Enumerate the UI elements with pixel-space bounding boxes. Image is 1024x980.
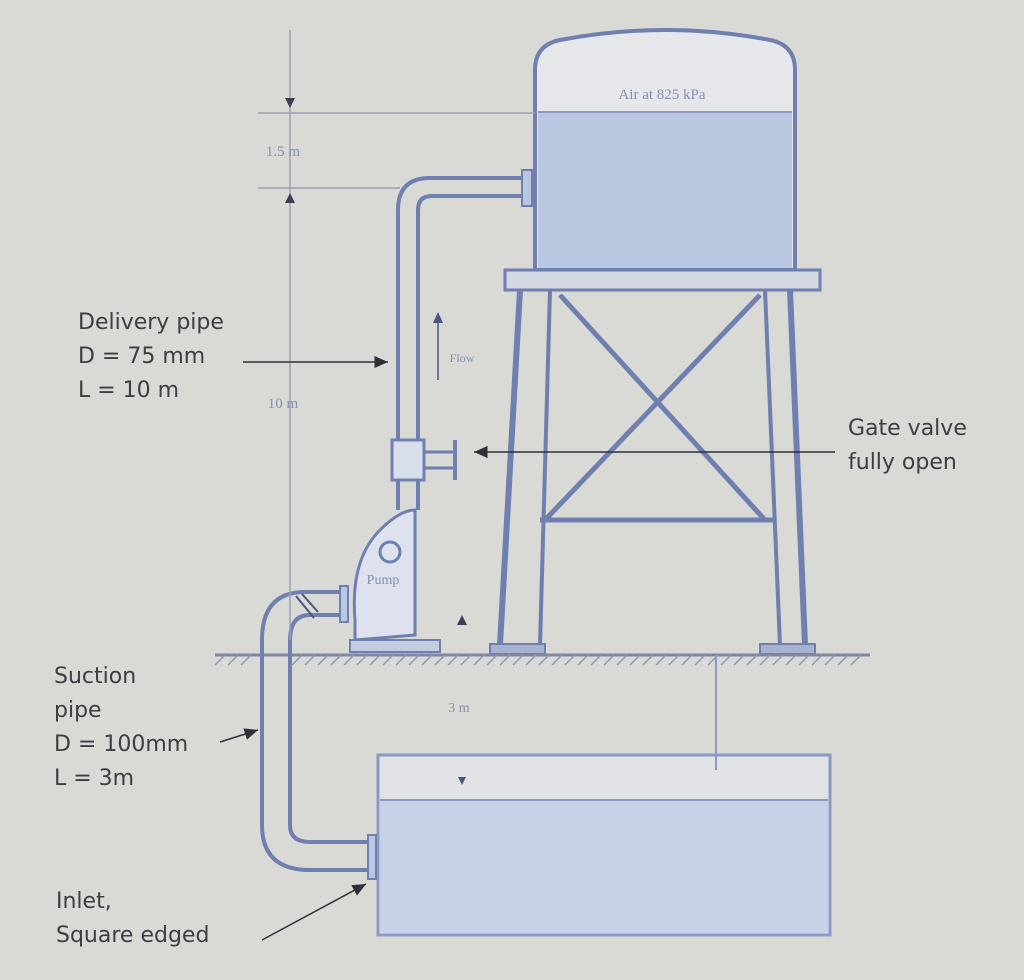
delivery-pipe-label: Delivery pipe D = 75 mm L = 10 m: [78, 306, 224, 408]
lower-sump-tank: [376, 655, 832, 937]
dimension-lines: [258, 30, 535, 640]
delivery-pipe-diameter: D = 75 mm: [78, 344, 206, 369]
flow-label: Flow: [450, 351, 475, 365]
upper-tank: Air at 825 kPa: [533, 28, 797, 272]
tank-stand: [489, 268, 822, 655]
inlet-label: Inlet, Square edged: [56, 885, 209, 953]
inlet-line2: Square edged: [56, 923, 210, 948]
delivery-pipe-length: L = 10 m: [78, 378, 180, 403]
ground: [214, 653, 870, 666]
suction-pipe-length: L = 3m: [54, 766, 135, 791]
gate-valve-label: Gate valve fully open: [848, 412, 967, 480]
pump: Pump: [349, 508, 441, 653]
suction-pipe-line1: Suction: [54, 664, 137, 689]
tank-pressure-label: Air at 825 kPa: [618, 87, 705, 103]
dimension-suction-depth: 3 m: [448, 701, 470, 716]
pump-label: Pump: [367, 573, 400, 588]
flow-indicator: Flow: [433, 312, 475, 380]
suction-pipe-diameter: D = 100mm: [54, 732, 189, 757]
gate-valve-line1: Gate valve: [848, 416, 967, 441]
gate-valve: [390, 438, 457, 482]
inlet-line1: Inlet,: [56, 889, 112, 914]
callout-arrows: [219, 356, 835, 941]
dimension-top-gap: 1.5 m: [266, 144, 301, 160]
delivery-pipe-title: Delivery pipe: [78, 310, 224, 335]
dimension-height: 10 m: [268, 396, 299, 412]
suction-pipe-line2: pipe: [54, 698, 102, 723]
gate-valve-line2: fully open: [848, 450, 957, 475]
suction-pipe-label: Suction pipe D = 100mm L = 3m: [54, 660, 188, 796]
